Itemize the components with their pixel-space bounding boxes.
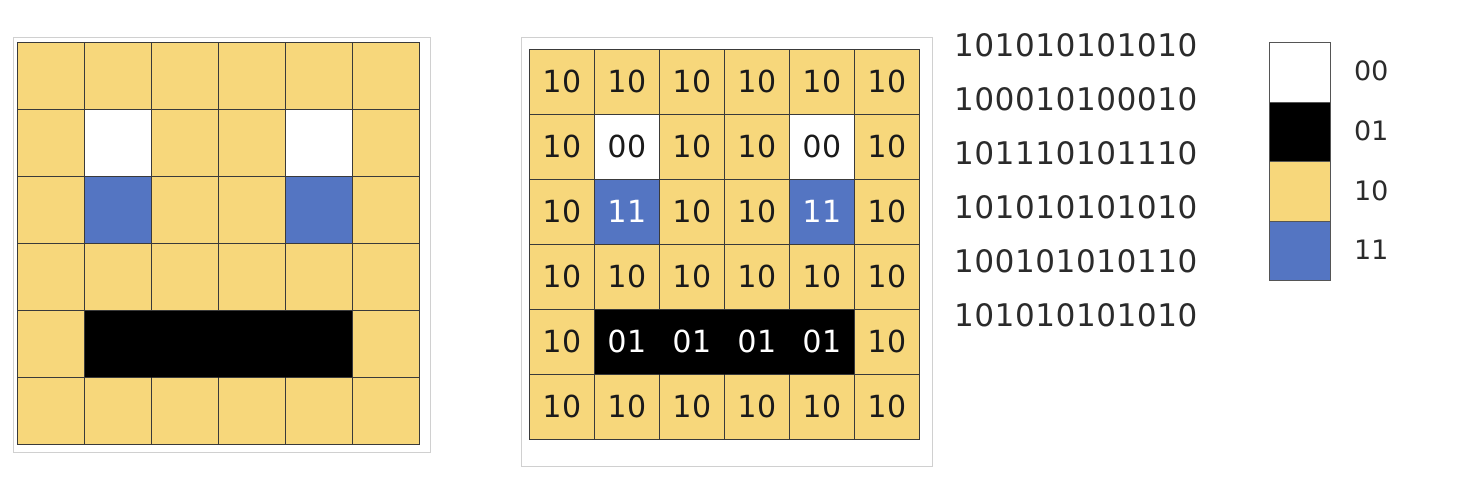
pixel-cell <box>18 378 85 445</box>
encoded-cell: 10 <box>660 115 725 180</box>
pixel-cell <box>286 378 353 445</box>
pixel-cell <box>286 177 353 244</box>
legend-label-00: 00 <box>1354 56 1389 87</box>
encoded-cell: 10 <box>725 245 790 310</box>
pixel-cell <box>286 311 353 378</box>
pixel-cell <box>353 110 420 177</box>
legend-label-11: 11 <box>1354 235 1389 266</box>
binary-row: 101110101110 <box>954 136 1198 172</box>
encoded-cell: 10 <box>790 245 855 310</box>
encoded-cell: 10 <box>725 115 790 180</box>
encoded-cell: 10 <box>855 115 920 180</box>
pixel-cell <box>219 177 286 244</box>
pixel-cell <box>85 177 152 244</box>
encoded-cell: 00 <box>790 115 855 180</box>
encoded-cell: 10 <box>530 245 595 310</box>
legend-swatch-00 <box>1270 43 1330 103</box>
legend-swatches <box>1269 42 1331 281</box>
legend-label-10: 10 <box>1354 176 1389 207</box>
binary-row: 101010101010 <box>954 190 1198 226</box>
binary-row: 100101010110 <box>954 244 1198 280</box>
encoded-cell: 10 <box>530 50 595 115</box>
pixel-image-grid <box>17 42 420 445</box>
pixel-cell <box>18 43 85 110</box>
legend-swatch-11 <box>1270 221 1330 281</box>
pixel-cell <box>353 311 420 378</box>
legend-swatch-10 <box>1270 162 1330 222</box>
pixel-cell <box>85 43 152 110</box>
pixel-cell <box>152 43 219 110</box>
binary-row: 101010101010 <box>954 28 1198 64</box>
encoded-cell: 10 <box>530 180 595 245</box>
pixel-cell <box>85 311 152 378</box>
pixel-cell <box>353 177 420 244</box>
pixel-cell <box>286 244 353 311</box>
pixel-cell <box>353 378 420 445</box>
pixel-cell <box>286 43 353 110</box>
pixel-cell <box>152 110 219 177</box>
encoded-cell: 10 <box>595 375 660 440</box>
encoded-cell: 10 <box>530 375 595 440</box>
encoded-cell: 00 <box>595 115 660 180</box>
pixel-cell <box>152 378 219 445</box>
binary-row: 100010100010 <box>954 82 1198 118</box>
encoded-cell: 10 <box>790 50 855 115</box>
encoded-cell: 01 <box>725 310 790 375</box>
encoded-cell: 10 <box>725 50 790 115</box>
encoded-cell: 01 <box>595 310 660 375</box>
encoded-cell: 10 <box>660 245 725 310</box>
encoded-cell: 01 <box>790 310 855 375</box>
encoded-cell: 10 <box>855 50 920 115</box>
encoded-cell: 10 <box>725 375 790 440</box>
pixel-image-frame <box>14 38 430 452</box>
encoded-cell: 10 <box>530 115 595 180</box>
pixel-cell <box>18 110 85 177</box>
encoded-cell: 10 <box>790 375 855 440</box>
pixel-cell <box>353 43 420 110</box>
pixel-cell <box>286 110 353 177</box>
encoded-cell: 10 <box>595 245 660 310</box>
pixel-cell <box>152 244 219 311</box>
pixel-cell <box>85 378 152 445</box>
encoded-cell: 10 <box>855 310 920 375</box>
pixel-cell <box>219 43 286 110</box>
encoded-cell: 10 <box>660 375 725 440</box>
pixel-cell <box>353 244 420 311</box>
pixel-cell <box>152 177 219 244</box>
encoded-cell: 11 <box>790 180 855 245</box>
pixel-cell <box>219 378 286 445</box>
pixel-cell <box>85 244 152 311</box>
pixel-cell <box>219 244 286 311</box>
encoded-cell: 10 <box>855 245 920 310</box>
encoded-cell: 10 <box>660 180 725 245</box>
pixel-cell <box>152 311 219 378</box>
encoded-cell: 10 <box>855 375 920 440</box>
encoded-cell: 10 <box>855 180 920 245</box>
legend-label-01: 01 <box>1354 116 1389 147</box>
encoded-cell: 10 <box>595 50 660 115</box>
pixel-cell <box>219 110 286 177</box>
encoded-cell: 10 <box>530 310 595 375</box>
binary-rows: 101010101010 100010100010 101110101110 1… <box>954 24 1198 348</box>
legend-swatch-01 <box>1270 102 1330 162</box>
encoded-cell: 01 <box>660 310 725 375</box>
encoded-cell: 11 <box>595 180 660 245</box>
pixel-cell <box>219 311 286 378</box>
pixel-cell <box>18 177 85 244</box>
encoded-cell: 10 <box>725 180 790 245</box>
encoded-cell: 10 <box>660 50 725 115</box>
pixel-cell <box>85 110 152 177</box>
pixel-cell <box>18 244 85 311</box>
pixel-cell <box>18 311 85 378</box>
binary-row: 101010101010 <box>954 298 1198 334</box>
